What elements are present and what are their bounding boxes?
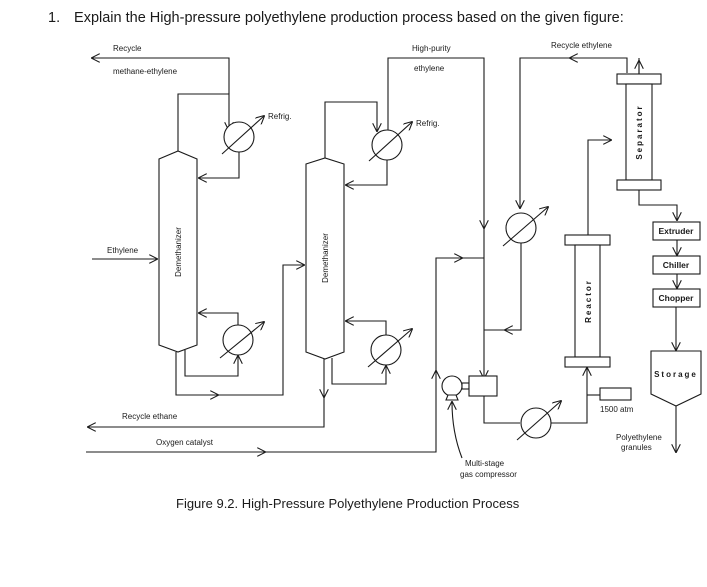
product-label-1: Polyethylene: [616, 433, 662, 442]
extruder-label: Extruder: [659, 226, 695, 236]
recycle-cooler: [484, 207, 548, 330]
question-text: 1. Explain the High-pressure polyethylen…: [48, 10, 624, 26]
recycle-methane-ethylene-stream: Recycle methane-ethylene: [92, 44, 229, 151]
deethanizer-column: Demethanizer: [305, 157, 345, 360]
separator-label: Separator: [635, 104, 644, 159]
reboiler-2: [331, 321, 412, 385]
condenser-2: Refrig.: [346, 119, 440, 185]
compressor-label-2: gas compressor: [460, 470, 517, 479]
reactor-label: Reactor: [584, 279, 593, 323]
pressure-label: 1500 atm: [600, 405, 634, 414]
high-purity-label: High-purity: [412, 44, 451, 53]
demethanizer-column: Demethanizer: [158, 150, 198, 353]
figure-caption: Figure 9.2. High-Pressure Polyethylene P…: [176, 496, 520, 511]
deethanizer-label: Demethanizer: [321, 233, 330, 283]
recycle-label: Recycle: [113, 44, 142, 53]
chopper-label: Chopper: [659, 293, 695, 303]
recycle-ethane-stream: Recycle ethane: [88, 359, 324, 427]
ethylene-label: ethylene: [414, 64, 445, 73]
condenser-1: Refrig.: [199, 112, 292, 178]
demethanizer-bottoms-stream: [175, 265, 304, 395]
question-number: 1.: [48, 10, 61, 26]
recycle-ethane-label: Recycle ethane: [122, 412, 178, 421]
extruder: Extruder: [652, 221, 701, 255]
demethanizer-label: Demethanizer: [174, 227, 183, 277]
chopper: Chopper: [652, 288, 701, 350]
ethylene-feed-stream: Ethylene: [92, 246, 157, 259]
oxygen-catalyst-stream: Oxygen catalyst: [86, 371, 436, 452]
chiller: Chiller: [652, 255, 701, 288]
multi-stage-gas-compressor: Multi-stage gas compressor: [441, 375, 517, 479]
pressure-indicator: 1500 atm: [599, 387, 634, 414]
reboiler-1: [184, 313, 264, 377]
reactor: Reactor: [564, 140, 611, 368]
compressor-label-1: Multi-stage: [465, 459, 505, 468]
product-label-2: granules: [621, 443, 652, 452]
separator: Separator: [616, 58, 677, 220]
oxygen-catalyst-label: Oxygen catalyst: [156, 438, 214, 447]
ethylene-feed-label: Ethylene: [107, 246, 139, 255]
methane-ethylene-label: methane-ethylene: [113, 67, 178, 76]
refrig-1-label: Refrig.: [268, 112, 292, 121]
feed-header: [435, 228, 520, 378]
chiller-label: Chiller: [663, 260, 690, 270]
recycle-ethylene-stream: Recycle ethylene: [520, 41, 628, 208]
recycle-ethylene-label: Recycle ethylene: [551, 41, 612, 50]
high-purity-ethylene-stream: High-purity ethylene: [324, 44, 484, 228]
refrig-2-label: Refrig.: [416, 119, 440, 128]
reactor-feed-stream: [483, 368, 600, 441]
storage-label: Storage: [654, 370, 698, 379]
question-prompt: Explain the High-pressure polyethylene p…: [74, 10, 624, 26]
storage-hopper: Storage Polyethylene granules: [616, 350, 702, 452]
